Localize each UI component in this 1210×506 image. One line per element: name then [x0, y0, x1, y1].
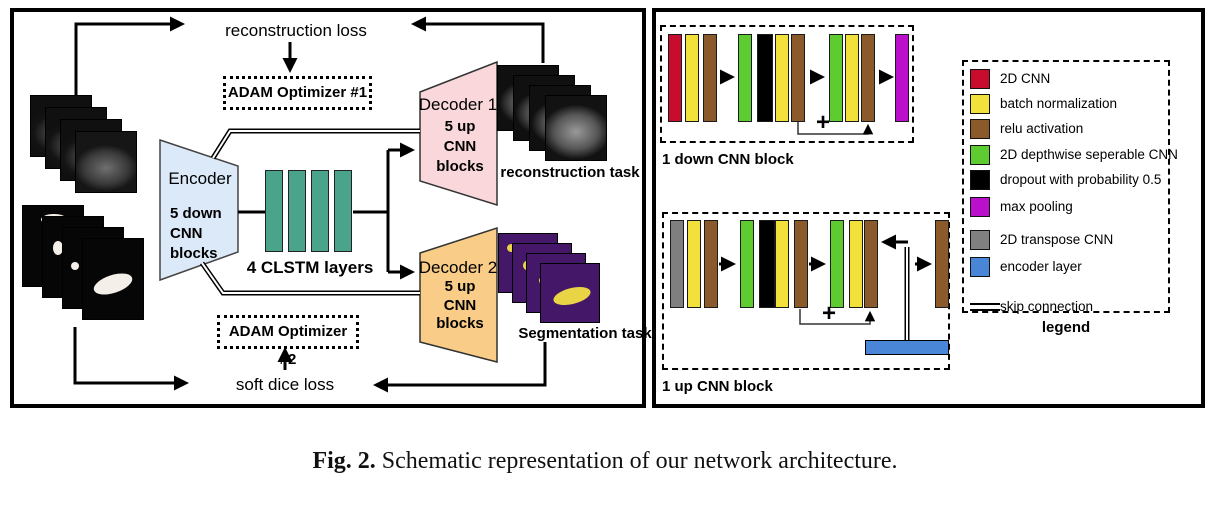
- segmentation-task-label: Segmentation task: [518, 325, 652, 342]
- layer-bar-relu: [704, 220, 718, 308]
- decoder1-shape: [419, 60, 498, 207]
- legend-item-label: skip connection: [1000, 299, 1094, 314]
- layer-bar-relu: [794, 220, 808, 308]
- decoder2-title: Decoder 2: [418, 258, 498, 277]
- layer-bar-batch_norm: [775, 34, 789, 122]
- adam-optimizer-1-box: ADAM Optimizer #1: [223, 76, 372, 110]
- batch_norm-swatch: [970, 94, 990, 114]
- layer-bar-dropout: [757, 34, 773, 122]
- figure-caption: Fig. 2. Schematic representation of our …: [0, 448, 1210, 475]
- adam-optimizer-2-box: ADAM Optimizer #2: [217, 315, 359, 368]
- layer-bar-dws_cnn: [738, 34, 752, 122]
- encoder-layer-bar: [865, 340, 949, 355]
- reconstruction-slice: [545, 95, 607, 161]
- residual-plus-sign: +: [816, 109, 831, 136]
- clstm-split-line: [353, 150, 390, 272]
- soft-dice-loss-label: soft dice loss: [235, 375, 335, 394]
- layer-bar-dws_cnn: [829, 34, 843, 122]
- relu-swatch: [970, 119, 990, 139]
- reconstruction-task-label: reconstruction task: [500, 164, 640, 181]
- cnn_2d-swatch: [970, 69, 990, 89]
- up-block-label: 1 up CNN block: [662, 378, 773, 395]
- layer-bar-relu: [935, 220, 949, 308]
- layer-bar-relu: [791, 34, 805, 122]
- down-cnn-block-box: +: [660, 25, 914, 143]
- skip-connection-icon: [970, 303, 1000, 311]
- up-block-bars: [664, 214, 949, 368]
- dws_cnn-swatch: [970, 145, 990, 165]
- segmentation-to-dice-arrow: [373, 342, 547, 393]
- residual-add-arrow: [797, 122, 874, 135]
- legend-item-label: 2D CNN: [1000, 71, 1051, 86]
- encoder-line2: CNN: [170, 225, 203, 242]
- down-block-label: 1 down CNN block: [662, 151, 794, 168]
- encoder-title: Encoder: [168, 169, 232, 188]
- reconstruction-loss-label: reconstruction loss: [225, 21, 367, 40]
- legend-item-label: encoder layer: [1000, 259, 1082, 274]
- encoder_layer-swatch: [970, 257, 990, 277]
- decoder2-line3: blocks: [436, 315, 484, 332]
- transpose_cnn-swatch: [970, 230, 990, 250]
- legend-item-label: 2D depthwise seperable CNN: [1000, 147, 1178, 162]
- decoder2-shape: [419, 226, 498, 363]
- legend-box: 2D CNN batch normalization relu activation…: [962, 60, 1178, 314]
- encoder-line1: 5 down: [170, 205, 222, 222]
- residual-plus-sign: +: [822, 300, 837, 327]
- input-to-loss-arrow: [74, 16, 185, 95]
- legend-title: legend: [1041, 319, 1091, 336]
- clstm-layer: [288, 170, 306, 252]
- layer-bar-relu: [861, 34, 875, 122]
- legend-item-label: batch normalization: [1000, 96, 1118, 111]
- layer-bar-cnn_2d: [668, 34, 682, 122]
- up-cnn-block-box: +: [662, 212, 950, 370]
- mri-slice: [75, 131, 137, 193]
- down-block-bars: [662, 27, 912, 141]
- decoder1-line3: blocks: [436, 158, 484, 175]
- up-block-arrows: [719, 234, 932, 340]
- skip-connection-bottom: [199, 261, 420, 296]
- legend-item-label: max pooling: [1000, 199, 1073, 214]
- layer-bar-transpose_cnn: [670, 220, 684, 308]
- legend-item-label: dropout with probability 0.5: [1000, 172, 1162, 187]
- layer-bar-batch_norm: [685, 34, 699, 122]
- dropout-swatch: [970, 170, 990, 190]
- layer-bar-dws_cnn: [740, 220, 754, 308]
- layer-bar-relu: [703, 34, 717, 122]
- residual-add-arrow: [799, 309, 876, 325]
- clstm-label: 4 CLSTM layers: [246, 258, 374, 277]
- layer-bar-dropout: [759, 220, 775, 308]
- layer-bar-batch_norm: [687, 220, 701, 308]
- blocks-panel: + 1 down CNN block: [652, 8, 1205, 408]
- decoder1-line1: 5 up: [444, 118, 476, 135]
- legend-item-label: relu activation: [1000, 121, 1084, 136]
- encoder-line3: blocks: [170, 245, 218, 262]
- layer-bar-max_pool: [895, 34, 909, 122]
- layer-bar-dws_cnn: [830, 220, 844, 308]
- clstm-layer: [311, 170, 329, 252]
- architecture-panel: reconstruction loss ADAM Optimizer #1 AD…: [10, 8, 652, 408]
- decoder2-line1: 5 up: [444, 278, 476, 295]
- skip-connection-top: [210, 128, 420, 160]
- caption-number: Fig. 2.: [312, 448, 376, 474]
- decoder1-title: Decoder 1: [418, 95, 498, 114]
- mask-slice: [82, 238, 144, 320]
- architecture-connectors: [73, 16, 547, 393]
- mask-to-dice-arrow: [73, 327, 189, 391]
- reconstruction-to-loss-arrow: [411, 16, 545, 63]
- layer-bar-batch_norm: [775, 220, 789, 308]
- layer-bar-batch_norm: [849, 220, 863, 308]
- segmentation-slice: [540, 263, 600, 323]
- legend-item-label: 2D transpose CNN: [1000, 232, 1114, 247]
- decoder2-line2: CNN: [443, 297, 477, 314]
- layer-bar-relu: [864, 220, 878, 308]
- layer-bar-batch_norm: [845, 34, 859, 122]
- clstm-layer: [334, 170, 352, 252]
- decoder1-line2: CNN: [443, 138, 477, 155]
- max_pool-swatch: [970, 197, 990, 217]
- caption-text: Schematic representation of our network …: [381, 448, 898, 474]
- clstm-layer: [265, 170, 283, 252]
- down-block-arrows: [720, 69, 894, 135]
